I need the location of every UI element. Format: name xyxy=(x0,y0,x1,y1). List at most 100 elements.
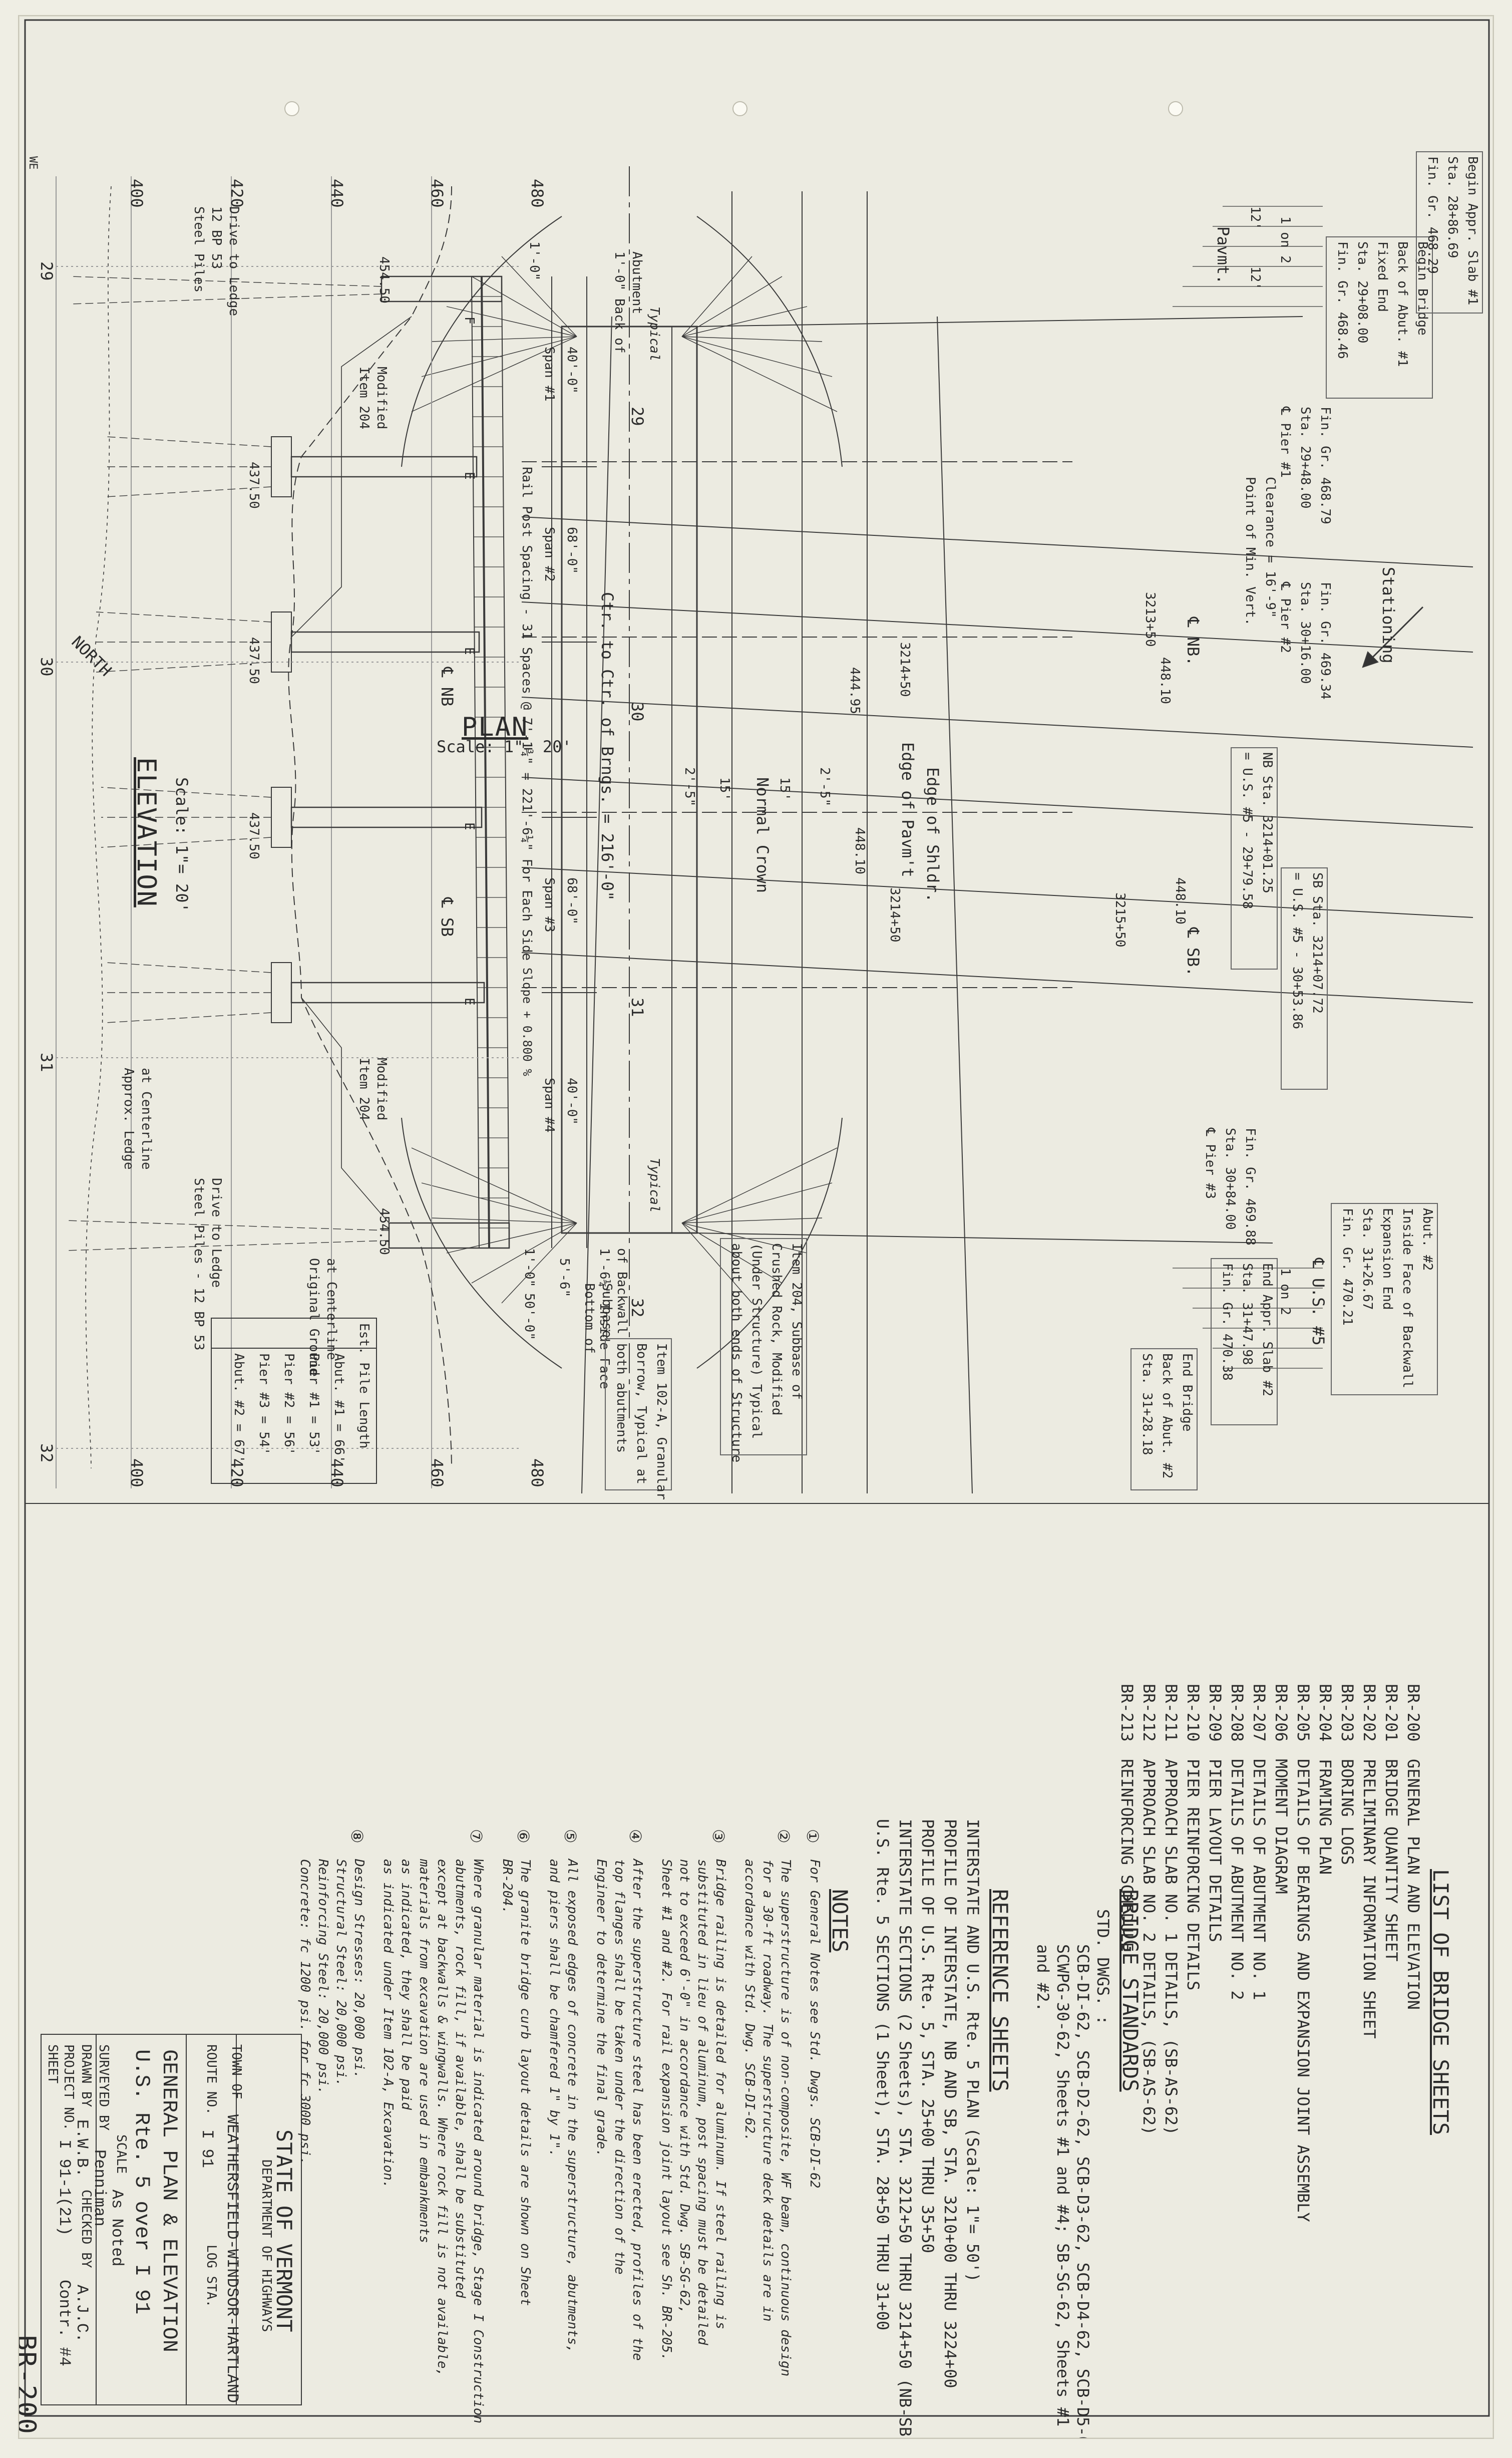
references-title: REFERENCE SHEETS xyxy=(988,1889,1012,2092)
grid-label: 460 xyxy=(428,179,447,208)
sheet-list-number: BR-200 xyxy=(1404,1684,1423,1742)
drawn-field-label: DRAWN BY xyxy=(79,2044,94,2107)
item204-callout: Item 204, Subbase of Crushed Rock, Modif… xyxy=(720,1238,807,1462)
typical-label: Typical xyxy=(647,306,662,362)
route-field-label: ROUTE NO. xyxy=(204,2044,219,2115)
original-ground: at Centerline xyxy=(324,1258,339,1360)
edge-of-pavmt-label: Edge of Pavm't xyxy=(898,742,917,877)
end-bridge-callout: End Bridge Back of Abut. #2 Sta. 31+28.1… xyxy=(1130,1348,1198,1490)
span-dim: 68'-0" xyxy=(564,877,579,925)
elev-mark: 437.50 xyxy=(246,462,261,509)
rail-post-spacing: Rail Post Spacing - 31 Spaces @ 7'-1¾" =… xyxy=(519,467,534,961)
route-value: I 91 xyxy=(198,2129,216,2168)
note-line: Reinforcing Steel: 20,000 psi. xyxy=(315,1859,330,2094)
note-line: substituted in lieu of aluminum, post sp… xyxy=(695,1859,710,2345)
contour-label: 29 xyxy=(628,407,647,426)
log-sta-label: LOG STA. xyxy=(204,2245,219,2308)
grid-label: 480 xyxy=(528,1458,547,1487)
note-line: After the superstructure steel has been … xyxy=(630,1859,645,2361)
span-dim: 40'-0" xyxy=(564,347,579,394)
bearing-mark: E xyxy=(462,647,477,655)
state-label: STATE OF VERMONT xyxy=(272,2129,296,2332)
station-label: 3214+50 xyxy=(897,642,912,697)
list-title: LIST OF BRIDGE SHEETS xyxy=(1428,1869,1453,2135)
span-dim: 68'-0" xyxy=(564,527,579,574)
sheet-list-description: BRIDGE QUANTITY SHEET xyxy=(1382,1759,1401,1962)
grid-label: 440 xyxy=(327,179,346,208)
note-line: Design Stresses: 20,000 psi. xyxy=(351,1859,366,2079)
sheet-number: BR-200 xyxy=(18,2335,41,2435)
approx-ledge: at Centerline xyxy=(139,1068,154,1170)
note-line: Sheet #1 and #2. For rail expansion join… xyxy=(659,1859,674,2361)
station-label: 31 xyxy=(37,1053,56,1072)
note-line: materials from excavation are used in em… xyxy=(417,1859,432,2244)
sheet-list-description: FRAMING PLAN xyxy=(1316,1759,1335,1875)
ctr-brgs-dim: Ctr. to Ctr. of Brngs. = 216'-0" xyxy=(598,592,617,901)
note-line: as indicated under Item 102-A, Excavatio… xyxy=(381,1859,396,2189)
sheet-list-description: BORING LOGS xyxy=(1338,1759,1357,1865)
checked-value: A.J.C. xyxy=(73,2285,91,2343)
sheet-list-description: PRELIMINARY INFORMATION SHEET xyxy=(1360,1759,1379,2039)
sheet-list-number: BR-210 xyxy=(1184,1684,1203,1742)
elevation-scale: Scale: 1"= 20' xyxy=(172,777,191,912)
span-label: Span #3 xyxy=(542,877,557,933)
notes-title: NOTES xyxy=(828,1889,852,1953)
elev-mark: 437.50 xyxy=(246,812,261,859)
elev-label: 448.10 xyxy=(1173,877,1188,925)
sheet-subtitle: U.S. Rte. 5 over I 91 xyxy=(130,2049,154,2315)
reference-line: INTERSTATE AND U.S. Rte. 5 PLAN (Scale: … xyxy=(963,1819,982,2282)
cl-us5-label: ℄ U.S. #5 xyxy=(1309,1258,1328,1346)
sheet-list-number: BR-213 xyxy=(1117,1684,1137,1742)
note-line: Bridge railing is detailed for aluminum.… xyxy=(713,1859,728,2330)
sheet-list-number: BR-203 xyxy=(1338,1684,1357,1742)
steel-piles-left: Drive to Ledge xyxy=(226,206,241,317)
contract-value: Contr. #4 xyxy=(55,2280,74,2366)
item204-right: Modified xyxy=(374,1058,389,1121)
standards-title: BRIDGE STANDARDS xyxy=(1118,1889,1143,2092)
elev-mark: 454.50 xyxy=(376,256,392,303)
sheet-list-description: DETAILS OF BEARINGS AND EXPANSION JOINT … xyxy=(1294,1759,1313,2222)
slope-label: Slope + 0.800 % xyxy=(520,968,534,1076)
bearing-mark: E xyxy=(462,472,477,480)
elev-mark: 454.50 xyxy=(376,1208,392,1255)
pavmt-dim-1: 12' xyxy=(1248,206,1263,230)
dim-1: 1'-0" xyxy=(527,241,542,281)
pile-length-row: Abut. #2 = 67' xyxy=(231,1353,246,1463)
elev-label: 448.10 xyxy=(1158,657,1173,704)
sheet-title: GENERAL PLAN & ELEVATION xyxy=(157,2049,181,2352)
pile-length-row: Pier #1 = 53' xyxy=(306,1353,321,1455)
sheet-list-description: PIER LAYOUT DETAILS xyxy=(1206,1759,1225,1943)
note-line: Concrete: fc 1200 psi. for fc 3000 psi. xyxy=(297,1859,312,2165)
stationing-label: Stationing xyxy=(1379,567,1398,664)
dim-50: 50'-0" xyxy=(522,1293,537,1340)
checked-field-label: CHECKED BY xyxy=(79,2190,94,2268)
note-line: and piers shall be chamfered 1" by 1". xyxy=(547,1859,562,2157)
pile-length-row: Pier #3 = 54' xyxy=(256,1353,271,1455)
note-number: ⑧ xyxy=(347,1829,366,1843)
steel-piles-left: Steel Piles xyxy=(191,206,206,293)
cl-sb-label: ℄ SB. xyxy=(1184,928,1203,977)
contour-label: 32 xyxy=(628,1298,647,1318)
back-of-abut-label: Abutment xyxy=(629,251,644,315)
grid-label: 460 xyxy=(428,1458,447,1487)
note-line: Structural Steel: 20,000 psi. xyxy=(333,1859,348,2086)
note-line: for a 30-ft roadway. The superstructure … xyxy=(760,1859,775,2322)
sheet-list-number: BR-211 xyxy=(1162,1684,1181,1742)
sheet-list-number: BR-212 xyxy=(1140,1684,1159,1742)
cl-nb-label: ℄ NB. xyxy=(1184,617,1203,666)
inside-face-label: of Backwall xyxy=(614,1248,629,1335)
surveyed-field-label: SURVEYED BY xyxy=(96,2044,111,2131)
scale-field-label: SCALE xyxy=(114,2134,129,2174)
sheet-list-number: BR-204 xyxy=(1316,1684,1335,1742)
note-number: ① xyxy=(803,1829,822,1843)
sheet-list-description: PIER REINFORCING DETAILS xyxy=(1184,1759,1203,1991)
note-line: The granite bridge curb layout details a… xyxy=(518,1859,533,2306)
item204-right: Item 204 xyxy=(356,1058,371,1121)
binder-hole xyxy=(284,101,299,116)
abut2-callout: Abut. #2 Inside Face of Backwall Expansi… xyxy=(1331,1203,1438,1395)
sheet-list-description: GENERAL PLAN AND ELEVATION xyxy=(1404,1759,1423,2010)
item102-callout: Item 102-A, Granular Borrow, Typical at … xyxy=(605,1338,672,1500)
grid-label: 400 xyxy=(127,179,146,208)
note-line: as indicated, they shall be paid xyxy=(399,1859,414,2110)
sheet-list-description: DETAILS OF ABUTMENT NO. 1 xyxy=(1250,1759,1269,2000)
